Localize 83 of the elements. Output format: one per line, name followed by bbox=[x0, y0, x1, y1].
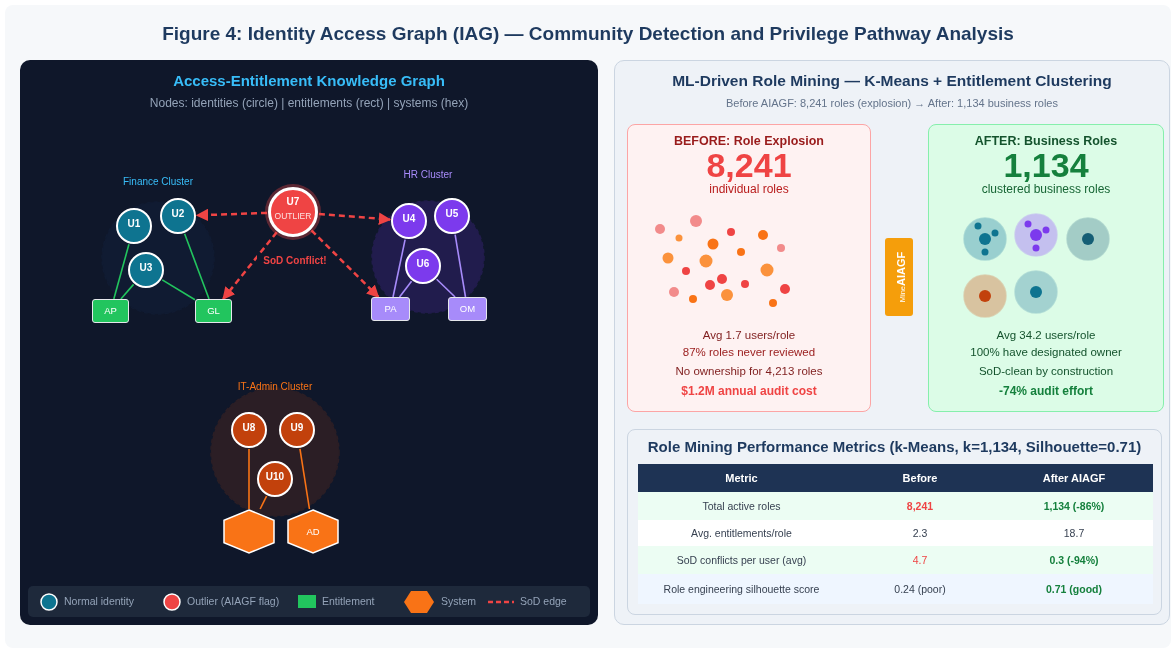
stat-text: Avg 34.2 users/role bbox=[995, 329, 1097, 342]
table-cell: 0.24 (poor) bbox=[845, 574, 995, 604]
card-subtitle: individual roles bbox=[709, 183, 789, 197]
column-header: Metric bbox=[638, 464, 845, 492]
dashed-arrow bbox=[310, 229, 380, 298]
system-hexagon bbox=[223, 509, 275, 554]
column-header: Before bbox=[845, 464, 995, 492]
entitlement-box bbox=[92, 299, 129, 323]
entitlement-box bbox=[448, 297, 487, 321]
node-label: U1 bbox=[126, 218, 142, 229]
stat-text: 87% roles never reviewed bbox=[681, 346, 817, 359]
node-label: U8 bbox=[241, 422, 257, 433]
table-cell: 8,241 bbox=[845, 492, 995, 520]
dashed-arrow bbox=[195, 208, 268, 222]
table-cell: Role engineering silhouette score bbox=[638, 574, 845, 604]
big-number: 8,241 bbox=[705, 147, 792, 185]
connector-line bbox=[299, 447, 311, 510]
table-cell: 1,134 (-86%) bbox=[995, 492, 1153, 520]
connector-line bbox=[392, 238, 406, 298]
panel-title: ML-Driven Role Mining — K-Means + Entitlement Clustering bbox=[671, 72, 1113, 90]
connector-line bbox=[259, 495, 268, 510]
table-cell: 18.7 bbox=[995, 520, 1153, 546]
legend-label: Entitlement bbox=[322, 595, 375, 607]
table-cell: Avg. entitlements/role bbox=[638, 520, 845, 546]
cluster-label: Finance Cluster bbox=[122, 176, 194, 187]
table-cell: Total active roles bbox=[638, 492, 845, 520]
node-label: U2 bbox=[170, 208, 186, 219]
entitlement-box bbox=[195, 299, 232, 323]
connector-line bbox=[454, 233, 467, 298]
panel-subtitle: Before AIAGF: 8,241 roles (explosion) → After: 1,134 business roles bbox=[725, 97, 1059, 109]
cluster-label: HR Cluster bbox=[402, 169, 454, 180]
legend-label: Outlier (AIAGF flag) bbox=[187, 595, 280, 607]
node-label: U4 bbox=[401, 213, 417, 224]
big-number: 1,134 bbox=[1003, 147, 1089, 185]
table-cell: 4.7 bbox=[845, 546, 995, 574]
legend-label: System bbox=[441, 595, 476, 607]
connector-line bbox=[120, 283, 135, 300]
connector-line bbox=[398, 280, 413, 298]
stat-text: 100% have designated owner bbox=[969, 346, 1123, 359]
card-subtitle: clustered business roles bbox=[980, 183, 1112, 197]
connector-line bbox=[435, 278, 456, 298]
panel-title: Access-Entitlement Knowledge Graph bbox=[172, 72, 446, 89]
stat-text: SoD-clean by construction bbox=[977, 365, 1115, 378]
process-box bbox=[885, 238, 913, 316]
node-label: AP bbox=[103, 305, 118, 316]
node-label: AIAGF bbox=[895, 251, 907, 286]
stat-text: No ownership for 4,213 roles bbox=[674, 365, 824, 378]
figure-title: Figure 4: Identity Access Graph (IAG) — Community Detection and Privilege Pathway Analysis bbox=[161, 23, 1015, 45]
node-label: PA bbox=[383, 303, 398, 314]
column-header: After AIAGF bbox=[995, 464, 1153, 492]
node-label: U9 bbox=[289, 422, 305, 433]
stat-text: Avg 1.7 users/role bbox=[701, 329, 797, 342]
connector-line bbox=[161, 279, 196, 301]
panel-subtitle: Nodes: identities (circle) | entitlements (rect) | systems (hex) bbox=[148, 96, 470, 110]
before-card bbox=[627, 124, 871, 412]
node-label: OUTLIER bbox=[273, 211, 313, 221]
dashed-arrow bbox=[318, 212, 392, 225]
node-label: GL bbox=[206, 305, 221, 316]
node-label: AD bbox=[305, 525, 321, 537]
legend-label: SoD edge bbox=[520, 595, 567, 607]
card-title: BEFORE: Role Explosion bbox=[673, 135, 825, 149]
card-title: AFTER: Business Roles bbox=[973, 135, 1119, 149]
node-label: U7 bbox=[285, 196, 301, 207]
connector-line bbox=[113, 243, 130, 300]
table-title: Role Mining Performance Metrics (k-Means, k=1,134, Silhouette=0.71) bbox=[646, 438, 1143, 455]
node-label: U10 bbox=[264, 471, 286, 482]
system-hexagon bbox=[287, 509, 339, 554]
table-cell: 0.71 (good) bbox=[995, 574, 1153, 604]
stat-text: -74% audit effort bbox=[998, 385, 1094, 399]
table-cell: 2.3 bbox=[845, 520, 995, 546]
node-label: U3 bbox=[138, 262, 154, 273]
table-cell: 0.3 (-94%) bbox=[995, 546, 1153, 574]
entitlement-box bbox=[371, 297, 410, 321]
dashed-arrow bbox=[222, 231, 278, 300]
node-label: OM bbox=[458, 303, 477, 314]
stat-text: $1.2M annual audit cost bbox=[680, 385, 818, 399]
node-label: U6 bbox=[415, 258, 431, 269]
connector-line bbox=[183, 233, 210, 300]
table-cell: SoD conflicts per user (avg) bbox=[638, 546, 845, 574]
node-label: U5 bbox=[444, 208, 460, 219]
legend-label: Normal identity bbox=[64, 595, 135, 607]
connector-line bbox=[248, 448, 250, 510]
cluster-label: IT-Admin Cluster bbox=[236, 381, 314, 392]
